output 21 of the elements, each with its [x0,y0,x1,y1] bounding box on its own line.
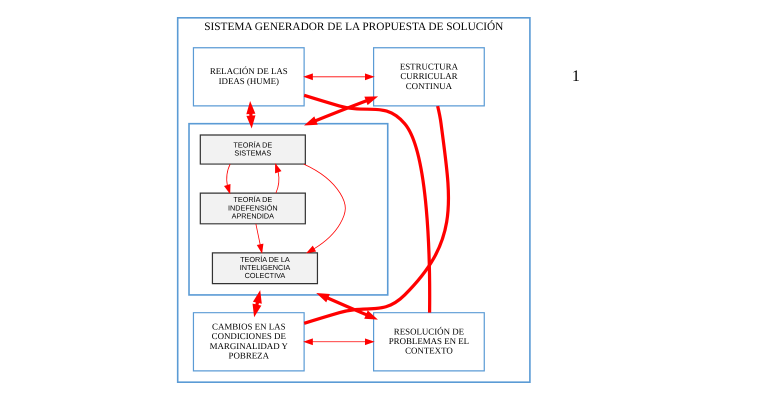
arrow [252,290,262,318]
node-box: ESTRUCTURA CURRICULAR CONTINUA [372,47,484,106]
node-box: RESOLUCIÓN DE PROBLEMAS EN EL CONTEXTO [372,312,484,372]
arrow [224,164,230,194]
label: 1 [571,68,580,85]
arrow [254,224,263,254]
arrow [304,96,378,126]
node-box: TEORÍA DE INDEFENSIÓN APRENDIDA [199,192,306,224]
cluster [188,122,388,296]
arrow [302,338,374,346]
arrow [302,73,374,80]
arrow [302,164,346,254]
connector [303,94,431,313]
node-box: TEORÍA DE SISTEMAS [199,134,306,165]
node-box: RELACIÓN DE LAS IDEAS (HUME) [192,47,304,106]
node-box: TEORÍA DE LA INTELIGENCIA COLECTIVA [211,252,318,284]
arrow [274,163,281,194]
arrow [316,292,378,320]
arrow [246,101,255,129]
connector [303,106,450,325]
node-box: CAMBIOS EN LAS CONDICIONES DE MARGINALIDAD Y POBREZA [192,312,304,372]
